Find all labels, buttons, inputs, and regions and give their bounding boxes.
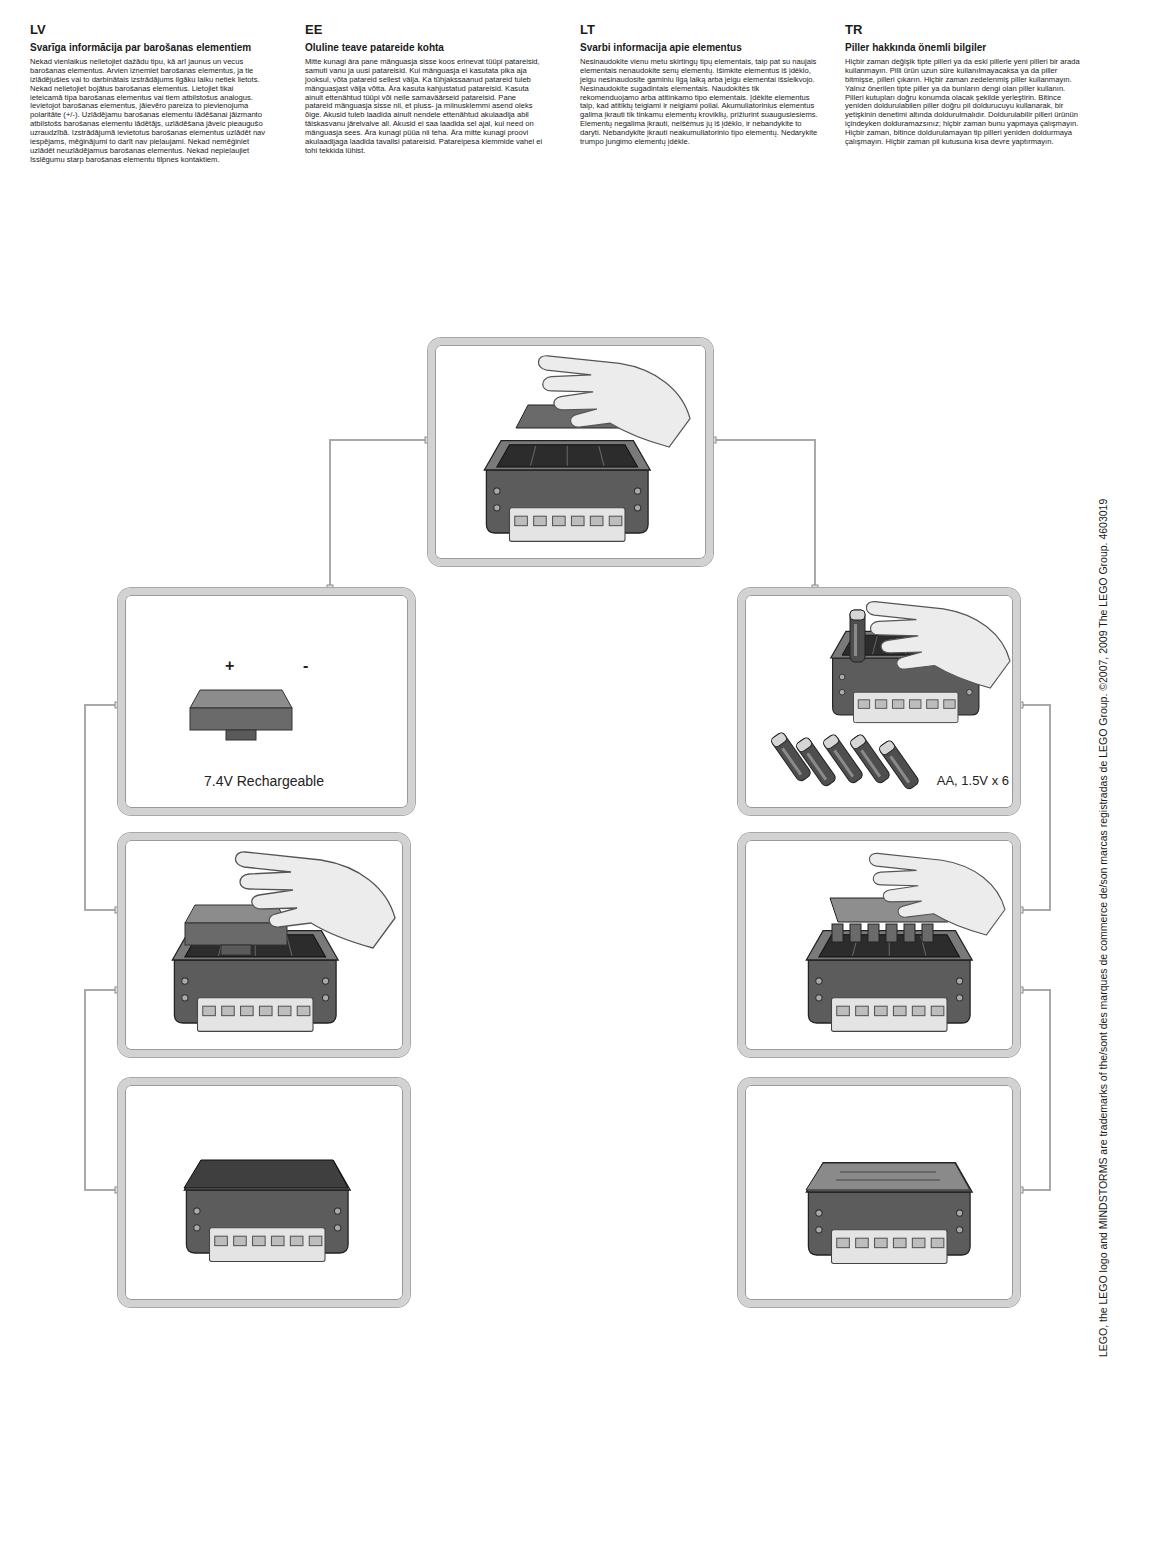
connector xyxy=(1020,705,1050,910)
connector-group xyxy=(327,437,431,591)
connector xyxy=(1020,990,1050,1190)
step-closed-pack xyxy=(184,1160,350,1261)
language-code: LT xyxy=(580,22,830,37)
hand-figure xyxy=(866,602,1010,688)
step-close-aa xyxy=(806,853,1005,1031)
cell-in-slot xyxy=(904,924,915,942)
section-heading: Piller hakkında önemli bilgiler xyxy=(845,42,1095,53)
safety-text: Mitte kunagi ära pane mänguasja sisse ko… xyxy=(305,58,543,156)
step-frame xyxy=(738,1078,1020,1307)
safety-text: Nekad vienlaikus nelietojiet dažādu tipu… xyxy=(30,58,268,165)
hand-figure xyxy=(869,853,1005,935)
step-insert-pack xyxy=(172,852,395,1031)
connector-group xyxy=(1017,987,1050,1193)
connector xyxy=(85,705,118,910)
copyright-note: LEGO, the LEGO logo and MINDSTORMS are t… xyxy=(1097,499,1109,1357)
cell-in-slot xyxy=(868,924,879,942)
hand-figure xyxy=(538,356,690,447)
brick xyxy=(484,441,650,542)
frame-text: - xyxy=(303,657,308,675)
step-open-cover xyxy=(484,356,690,542)
connector xyxy=(713,440,815,588)
cell-in-slot xyxy=(886,924,897,942)
brick xyxy=(806,1163,972,1264)
brick xyxy=(184,1161,350,1262)
frame-text: 7.4V Rechargeable xyxy=(125,773,403,789)
step-frame: + - 7.4V Rechargeable xyxy=(118,588,415,815)
aa-cover xyxy=(806,1163,970,1190)
step-insert-aa xyxy=(770,602,1010,791)
battery-spec: AA, 1.5V x 6 xyxy=(937,773,1009,788)
pack-cover xyxy=(184,1160,348,1188)
pack-figure xyxy=(185,905,287,955)
safety-text: Nesinaudokite vienu metu skirtingų tipų … xyxy=(580,58,818,147)
language-code: EE xyxy=(305,22,555,37)
step-frame: AA, 1.5V x 6 xyxy=(738,588,1020,815)
cell-figure xyxy=(849,733,891,784)
pack-figure xyxy=(190,690,292,740)
step-frame xyxy=(118,833,410,1057)
step-pack xyxy=(190,690,292,740)
cover-groove xyxy=(836,1180,940,1181)
connector-group xyxy=(85,702,121,913)
connector xyxy=(85,990,118,1190)
brick xyxy=(172,931,338,1032)
section-heading: Oluline teave patareide kohta xyxy=(305,42,555,53)
cell-in-slot xyxy=(832,924,843,942)
step-frame xyxy=(118,1078,410,1307)
cell-in-slot xyxy=(922,924,933,942)
section-heading: Svarīga informācija par barošanas elemen… xyxy=(30,42,280,53)
hand-figure xyxy=(235,852,395,948)
step-closed-aa xyxy=(806,1163,972,1264)
language-code: LV xyxy=(30,22,280,37)
compartment-view xyxy=(497,445,638,467)
frame-text: + xyxy=(225,657,234,675)
cell-figure xyxy=(850,610,865,662)
connector-group xyxy=(85,987,121,1193)
language-code: TR xyxy=(845,22,1095,37)
cell-in-slot xyxy=(850,924,861,942)
step-frame xyxy=(738,833,1020,1057)
connector xyxy=(330,440,428,588)
cell-figure xyxy=(878,739,920,790)
step-frame xyxy=(428,338,713,566)
brick xyxy=(806,931,972,1032)
cover-groove xyxy=(840,1172,936,1173)
safety-text: Hiçbir zaman değişik tipte pilleri ya da… xyxy=(845,58,1083,147)
connector-group xyxy=(1017,702,1050,913)
section-heading: Svarbi informacija apie elementus xyxy=(580,42,830,53)
connector-group xyxy=(710,437,818,591)
